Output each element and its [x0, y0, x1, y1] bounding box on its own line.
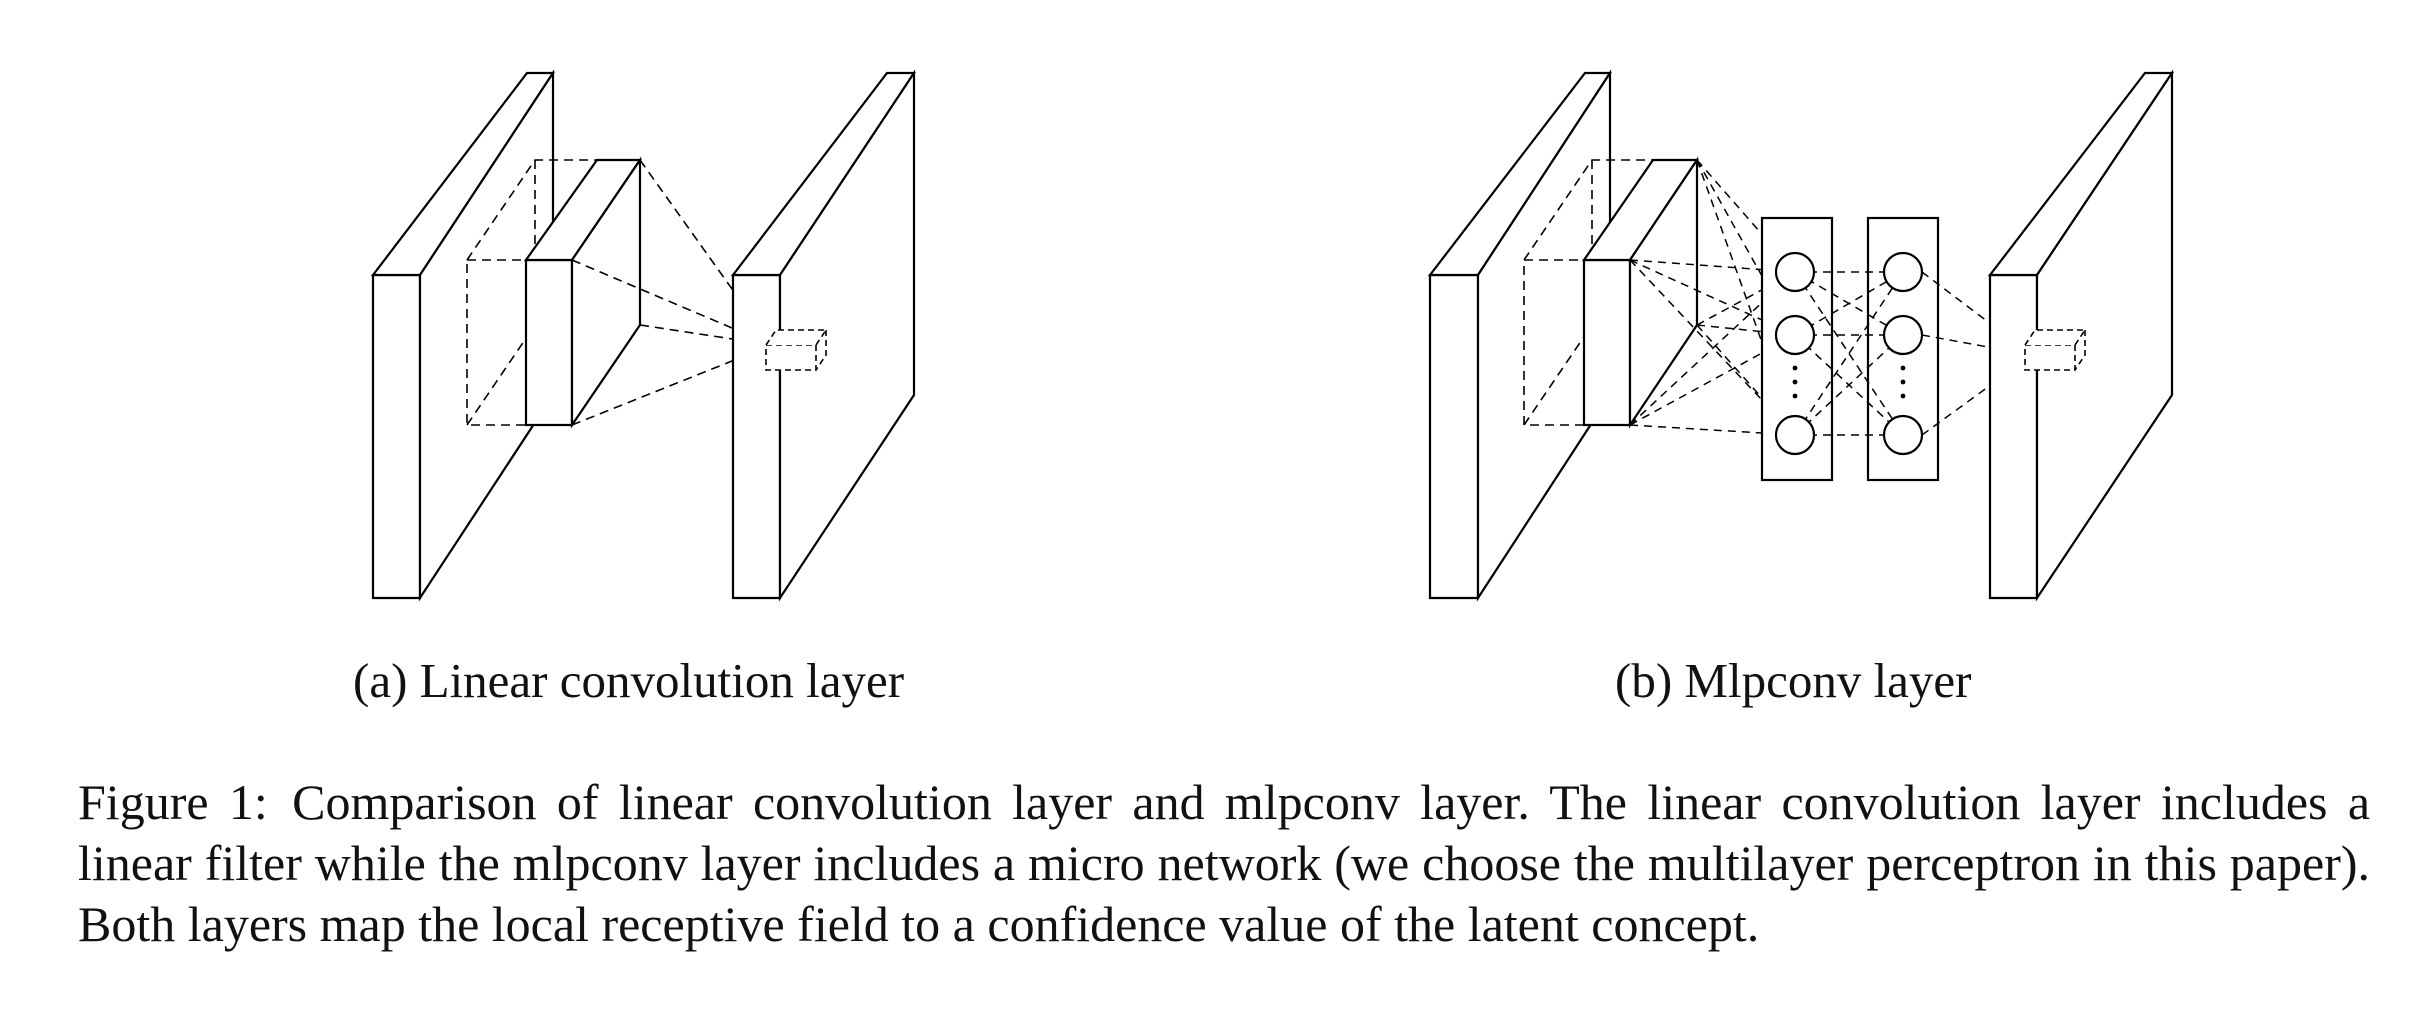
output-neuron — [2024, 329, 2087, 371]
hidden-layer-2-box — [1866, 216, 1940, 482]
neuron — [1882, 314, 1924, 356]
subfigure-caption-b: (b) Mlpconv layer — [1615, 653, 1972, 708]
figure-caption-text: Comparison of linear convolution layer a… — [78, 774, 2371, 952]
output-neuron — [765, 329, 828, 371]
panel-b-diagram — [1427, 69, 2175, 602]
output-feature-map — [1987, 69, 2175, 602]
figure-diagram — [370, 69, 2175, 602]
ellipsis-dots — [1792, 365, 1906, 399]
hidden-layer-1-neurons — [1774, 251, 1816, 456]
neuron — [1882, 251, 1924, 293]
input-feature-map — [370, 69, 556, 602]
output-feature-map — [730, 69, 917, 602]
figure-label: Figure 1: — [78, 774, 268, 830]
linear-filter — [523, 156, 643, 429]
figure-caption: Figure 1: Comparison of linear convoluti… — [78, 772, 2370, 955]
panel-a-diagram — [370, 69, 917, 602]
input-patch — [1581, 156, 1700, 429]
neuron — [1774, 251, 1816, 293]
neuron — [1882, 414, 1924, 456]
neuron — [1774, 314, 1816, 356]
hidden-layer-2-neurons — [1882, 251, 1924, 456]
subfigure-caption-a: (a) Linear convolution layer — [353, 653, 905, 708]
neuron — [1774, 414, 1816, 456]
input-feature-map — [1427, 69, 1613, 602]
